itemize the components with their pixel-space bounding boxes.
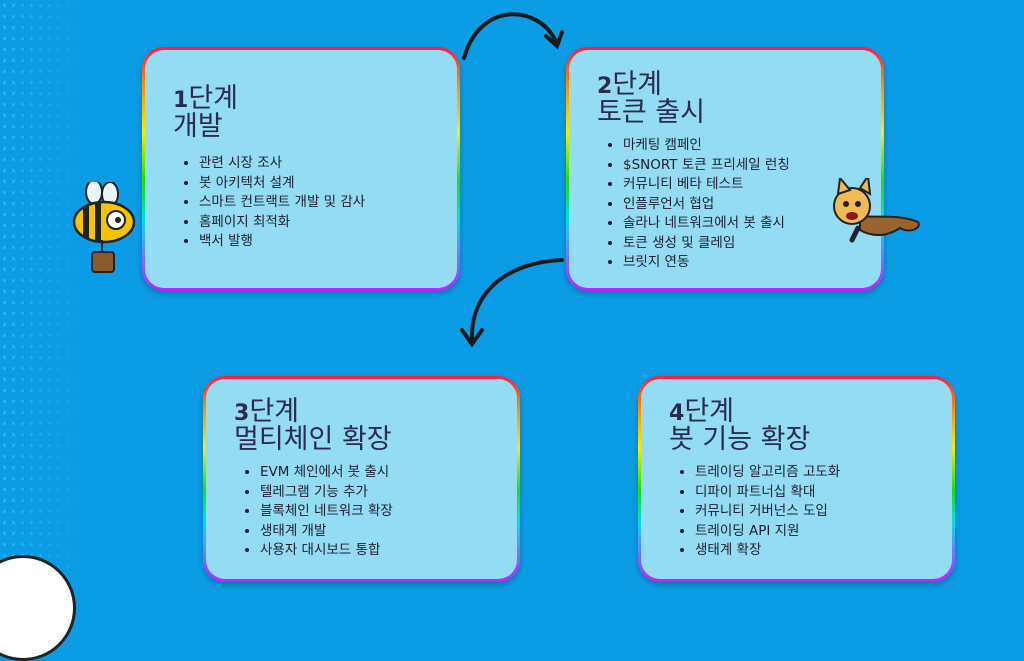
arrowhead-icon [544,30,564,50]
list-item: $SNORT 토큰 프리세일 런칭 [623,156,853,176]
list-item: 블록체인 네트워크 확장 [260,502,489,522]
stage-items: 관련 시장 조사 봇 아키텍처 설계 스마트 컨트랙트 개발 및 감사 홈페이지… [173,154,429,252]
list-item: EVM 체인에서 봇 출시 [260,463,489,483]
arrow-1-to-2 [462,12,558,60]
list-item: 관련 시장 조사 [199,154,429,174]
list-item: 트레이딩 알고리즘 고도화 [695,463,924,483]
list-item: 사용자 대시보드 통합 [260,541,489,561]
stage-items: EVM 체인에서 봇 출시 텔레그램 기능 추가 블록체인 네트워크 확장 생태… [234,463,489,561]
arrowhead-icon [460,328,484,348]
list-item: 봇 아키텍처 설계 [199,174,429,194]
list-item: 커뮤니티 거버넌스 도입 [695,502,924,522]
list-item: 생태계 확장 [695,541,924,561]
list-item: 마케팅 캠페인 [623,136,853,156]
list-item: 인플루언서 협업 [623,195,853,215]
arrow-2-to-3 [469,258,564,342]
list-item: 텔레그램 기능 추가 [260,483,489,503]
list-item: 생태계 개발 [260,522,489,542]
arrows [460,12,564,348]
list-item: 백서 발행 [199,232,429,252]
stage-items: 트레이딩 알고리즘 고도화 디파이 파트너십 확대 커뮤니티 거버넌스 도입 트… [669,463,924,561]
list-item: 솔라나 네트워크에서 봇 출시 [623,214,853,234]
list-item: 커뮤니티 베타 테스트 [623,175,853,195]
starfield-decoration [0,0,90,588]
list-item: 홈페이지 최적화 [199,213,429,233]
list-item: 스마트 컨트랙트 개발 및 감사 [199,193,429,213]
list-item: 브릿지 연동 [623,253,853,273]
dog-mascot-icon [833,178,920,243]
list-item: 토큰 생성 및 클레임 [623,234,853,254]
bee-mascot-icon [72,182,136,273]
list-item: 디파이 파트너십 확대 [695,483,924,503]
list-item: 트레이딩 API 지원 [695,522,924,542]
stage-items: 마케팅 캠페인 $SNORT 토큰 프리세일 런칭 커뮤니티 베타 테스트 인플… [597,136,853,273]
